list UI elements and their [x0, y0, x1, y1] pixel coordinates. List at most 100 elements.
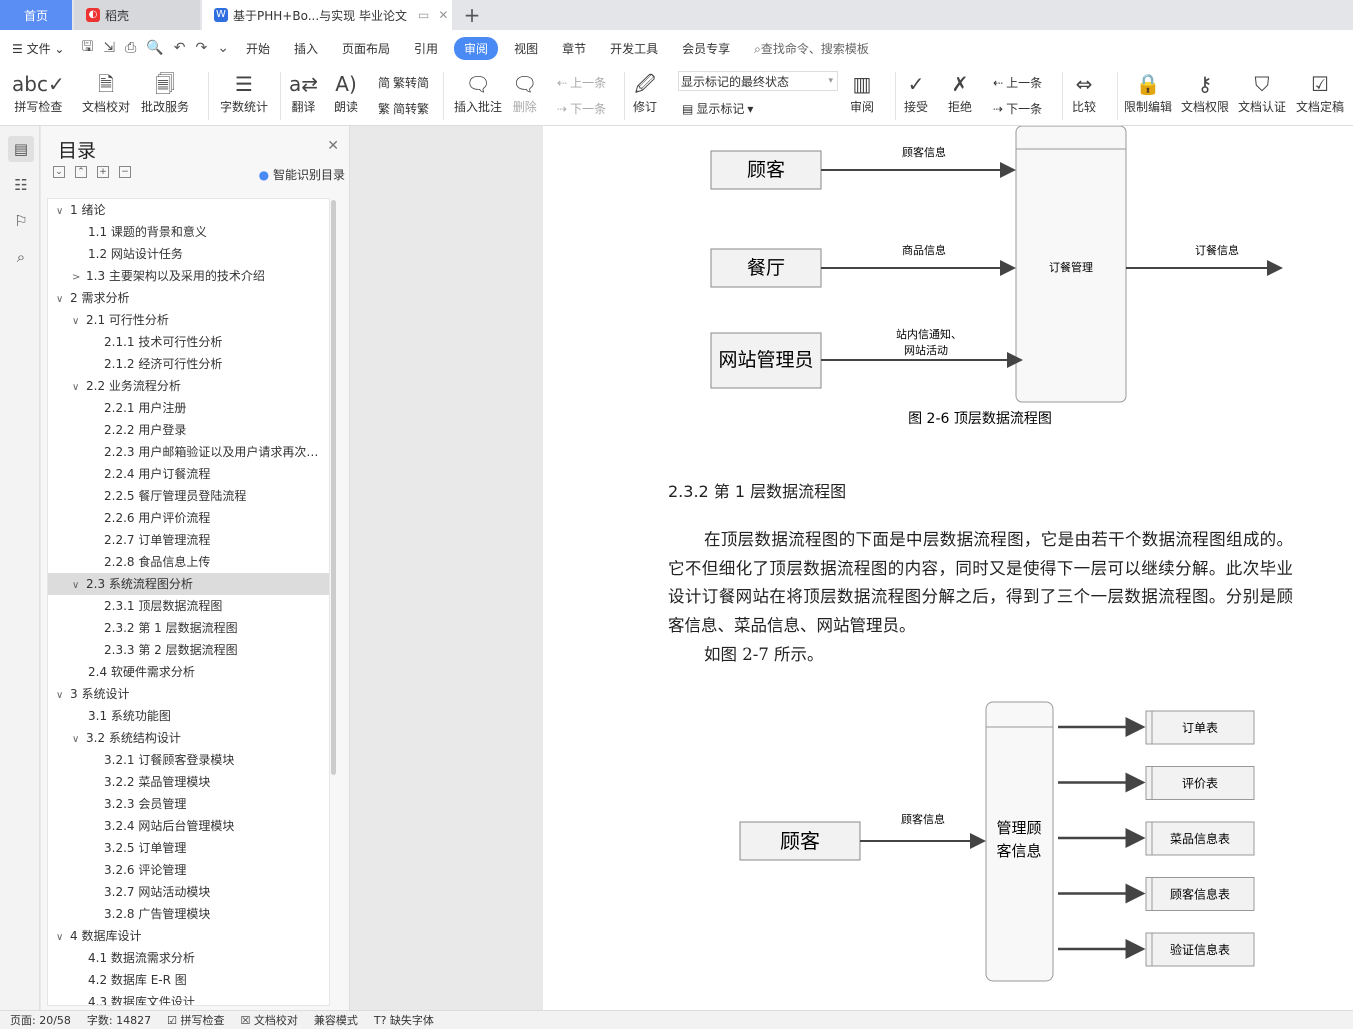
redo-icon[interactable]: ↷: [195, 40, 208, 56]
toc-item[interactable]: 2.2.5 餐厅管理员登陆流程: [48, 485, 329, 507]
proofread-toggle[interactable]: ☒ 文档校对: [240, 1012, 297, 1028]
toc-item[interactable]: ∨3 系统设计: [48, 683, 329, 705]
chevron-down-icon[interactable]: ∨: [56, 690, 64, 701]
simp-to-trad-button[interactable]: 繁简转繁: [378, 100, 429, 117]
toc-item[interactable]: 2.2.1 用户注册: [48, 397, 329, 419]
close-icon[interactable]: ✕: [327, 138, 339, 154]
chevron-down-icon[interactable]: ∨: [56, 206, 64, 217]
delete-comment-button[interactable]: 🗨删除: [512, 70, 537, 115]
save-icon[interactable]: 🖫: [81, 39, 94, 55]
accept-button[interactable]: ✓接受: [904, 70, 928, 115]
proofread-button[interactable]: 🗎文档校对: [82, 70, 130, 115]
toc-item[interactable]: ∨1 绪论: [48, 199, 329, 221]
chevron-down-icon[interactable]: ∨: [56, 294, 64, 305]
chevron-down-icon[interactable]: ∨: [72, 382, 80, 393]
toc-item[interactable]: 1.2 网站设计任务: [48, 243, 329, 265]
menu-view[interactable]: 视图: [514, 41, 539, 56]
toc-item[interactable]: 1.1 课题的背景和意义: [48, 221, 329, 243]
page-indicator[interactable]: 页面: 20/58: [10, 1014, 71, 1027]
toc-item[interactable]: 2.1.2 经济可行性分析: [48, 353, 329, 375]
next-comment-button[interactable]: ⇢下一条: [557, 100, 606, 117]
spell-check-button[interactable]: abc✓拼写检查: [12, 70, 65, 115]
toc-item[interactable]: 4.2 数据库 E-R 图: [48, 969, 329, 991]
menu-section[interactable]: 章节: [562, 41, 587, 56]
toc-item[interactable]: 2.2.8 食品信息上传: [48, 551, 329, 573]
toc-item[interactable]: 2.2.7 订单管理流程: [48, 529, 329, 551]
chevron-right-icon[interactable]: >: [72, 272, 81, 283]
spell-check-toggle[interactable]: ☑ 拼写检查: [167, 1012, 224, 1028]
menu-member[interactable]: 会员专享: [682, 41, 731, 56]
toc-panel-icon[interactable]: ▤: [8, 136, 34, 162]
toc-item[interactable]: 3.2.6 评论管理: [48, 859, 329, 881]
toc-item[interactable]: 3.2.4 网站后台管理模块: [48, 815, 329, 837]
command-search[interactable]: ⌕查找命令、搜索模板: [742, 40, 881, 57]
bookmark-icon[interactable]: ⚐: [14, 212, 28, 230]
doc-finalize-button[interactable]: ☑文档定稿: [1296, 70, 1344, 115]
show-markup-button[interactable]: ▤显示标记 ▾: [682, 101, 754, 117]
smart-toc-button[interactable]: ● 智能识别目录: [259, 166, 345, 183]
toc-item[interactable]: 2.3.1 顶层数据流程图: [48, 595, 329, 617]
menu-layout[interactable]: 页面布局: [342, 41, 391, 56]
reject-button[interactable]: ✗拒绝: [948, 70, 972, 115]
toc-item[interactable]: 2.2.4 用户订餐流程: [48, 463, 329, 485]
export-icon[interactable]: ⇲: [103, 40, 116, 56]
print-icon[interactable]: ⎙: [125, 40, 137, 56]
insert-comment-button[interactable]: 🗨插入批注: [454, 70, 502, 115]
toc-item[interactable]: 2.2.3 用户邮箱验证以及用户请求再次…: [48, 441, 329, 463]
read-aloud-button[interactable]: A)朗读: [334, 70, 358, 115]
toc-item[interactable]: 3.2.3 会员管理: [48, 793, 329, 815]
restrict-editing-button[interactable]: 🔒限制编辑: [1124, 70, 1172, 115]
toc-item[interactable]: ∨4 数据库设计: [48, 925, 329, 947]
toc-item[interactable]: 3.2.2 菜品管理模块: [48, 771, 329, 793]
menu-review[interactable]: 审阅: [454, 36, 499, 60]
review-pane-button[interactable]: ▥审阅: [850, 70, 874, 115]
menu-start[interactable]: 开始: [245, 41, 270, 56]
search-icon[interactable]: ⌕: [16, 248, 26, 266]
remove-item-icon[interactable]: −: [119, 166, 131, 178]
chevron-down-icon[interactable]: ∨: [72, 734, 80, 745]
file-menu[interactable]: ☰ 文件 ⌄: [12, 41, 65, 56]
toc-item[interactable]: 3.2.7 网站活动模块: [48, 881, 329, 903]
toc-item[interactable]: 2.3.2 第 1 层数据流程图: [48, 617, 329, 639]
more-icon[interactable]: ⌄: [217, 40, 229, 56]
word-count-button[interactable]: ☰字数统计: [220, 70, 268, 115]
track-changes-button[interactable]: 🖉修订: [633, 70, 657, 115]
prev-comment-button[interactable]: ⇠上一条: [557, 74, 606, 91]
tab-daoke[interactable]: ◐稻壳: [74, 0, 200, 30]
doc-certify-button[interactable]: ⛉文档认证: [1238, 70, 1286, 115]
expand-all-icon[interactable]: ⌃: [75, 166, 87, 178]
missing-font-button[interactable]: T? 缺失字体: [374, 1012, 434, 1028]
toc-scrollbar[interactable]: [331, 200, 336, 775]
new-tab-button[interactable]: +: [463, 3, 481, 27]
toc-item[interactable]: ∨2.2 业务流程分析: [48, 375, 329, 397]
menu-references[interactable]: 引用: [414, 41, 439, 56]
toc-item[interactable]: 3.1 系统功能图: [48, 705, 329, 727]
toc-item[interactable]: 2.2.2 用户登录: [48, 419, 329, 441]
translate-button[interactable]: a⇄翻译: [289, 70, 318, 115]
prev-change-button[interactable]: ⇠上一条: [993, 74, 1042, 91]
toc-item[interactable]: ∨3.2 系统结构设计: [48, 727, 329, 749]
toc-item[interactable]: 4.3 数据库文件设计: [48, 991, 329, 1005]
toc-item[interactable]: 3.2.8 广告管理模块: [48, 903, 329, 925]
menu-insert[interactable]: 插入: [294, 41, 319, 56]
toc-item[interactable]: 2.1.1 技术可行性分析: [48, 331, 329, 353]
next-change-button[interactable]: ⇢下一条: [993, 100, 1042, 117]
word-count[interactable]: 字数: 14827: [86, 1014, 152, 1027]
undo-icon[interactable]: ↶: [173, 40, 186, 56]
toc-item[interactable]: 4.1 数据流需求分析: [48, 947, 329, 969]
add-item-icon[interactable]: +: [97, 166, 109, 178]
toc-item[interactable]: ∨2.3 系统流程图分析: [48, 573, 329, 595]
menu-developer[interactable]: 开发工具: [610, 41, 659, 56]
toc-item[interactable]: ∨2.1 可行性分析: [48, 309, 329, 331]
chevron-down-icon[interactable]: ∨: [72, 580, 80, 591]
doc-rights-button[interactable]: ⚷文档权限: [1181, 70, 1229, 115]
pin-icon[interactable]: ▭: [417, 8, 430, 22]
toc-item[interactable]: 3.2.5 订单管理: [48, 837, 329, 859]
markup-state-select[interactable]: 显示标记的最终状态▾: [678, 71, 838, 91]
toc-item[interactable]: 2.4 软硬件需求分析: [48, 661, 329, 683]
preview-icon[interactable]: 🔍: [146, 40, 164, 56]
toc-item[interactable]: ∨2 需求分析: [48, 287, 329, 309]
toc-item[interactable]: 3.2.1 订餐顾客登录模块: [48, 749, 329, 771]
outline-icon[interactable]: ☷: [14, 176, 28, 194]
